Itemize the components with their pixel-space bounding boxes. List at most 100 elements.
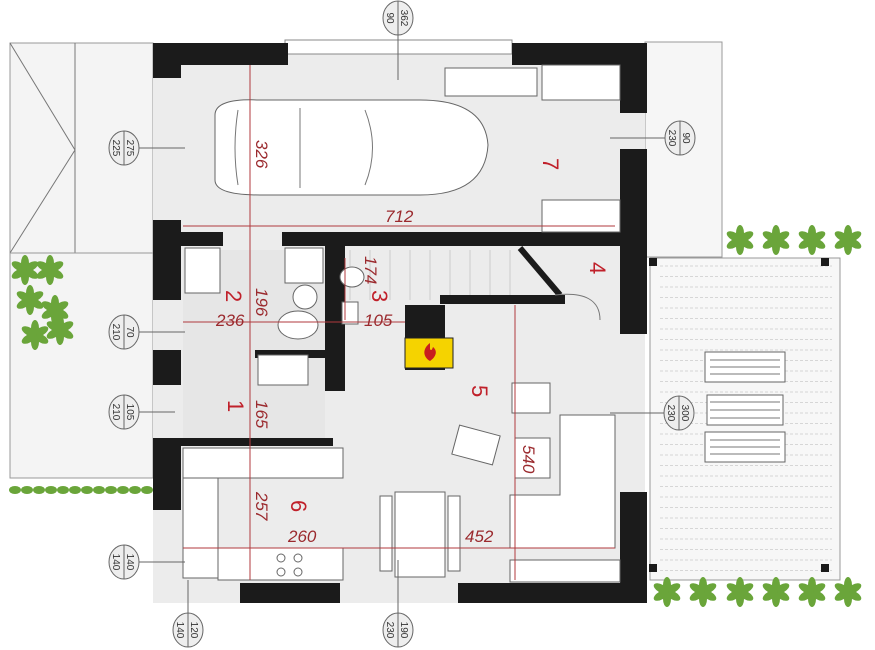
plant-icon — [41, 295, 69, 325]
wardrobe — [257, 354, 309, 386]
opening-width: 70 — [124, 326, 135, 338]
hedge-leaf — [81, 486, 93, 494]
driveway-hatch — [9, 42, 76, 254]
washer — [184, 247, 221, 294]
dining-table — [394, 491, 446, 578]
plants — [9, 225, 862, 607]
dim-room2-depth: 196 — [252, 288, 271, 317]
armchair-2 — [451, 424, 501, 466]
plant-icon — [653, 577, 681, 607]
plant-icon — [21, 320, 49, 350]
opening-height: 225 — [110, 140, 121, 157]
room-3-label: 3 — [367, 290, 392, 302]
hedge-leaf — [21, 486, 33, 494]
kitchen-side-counter — [182, 477, 219, 579]
plant-icon — [726, 225, 754, 255]
opening-height: 230 — [666, 130, 677, 147]
chairs-right — [447, 495, 461, 572]
hedge-leaf — [57, 486, 69, 494]
toilet — [277, 310, 319, 340]
opening-width: 105 — [124, 404, 135, 421]
opening-height: 230 — [665, 405, 676, 422]
car — [214, 99, 489, 196]
garage-cabinet-2 — [541, 199, 621, 233]
fire-icon — [424, 343, 436, 361]
plant-icon — [689, 577, 717, 607]
plant-icon — [762, 225, 790, 255]
dim-hall-depth: 165 — [252, 400, 271, 429]
opening-height: 140 — [110, 554, 121, 571]
dimension-lines — [183, 65, 615, 580]
plant-icon — [46, 315, 74, 345]
opening-width: 120 — [188, 622, 199, 639]
opening-width: 190 — [398, 622, 409, 639]
room-5-label: 5 — [467, 385, 492, 397]
dim-living-depth: 540 — [519, 445, 538, 474]
plant-icon — [834, 225, 862, 255]
plant-icon — [798, 225, 826, 255]
plant-icon — [11, 255, 39, 285]
room-4-label: 4 — [585, 262, 610, 274]
room-1-label: 1 — [223, 400, 248, 412]
dim-kitchen-depth: 257 — [252, 491, 271, 521]
side-yard — [9, 252, 154, 479]
armchair — [511, 382, 551, 414]
dim-room2-width: 236 — [215, 311, 245, 330]
dim-living-width: 452 — [465, 527, 494, 546]
room-6-label: 6 — [286, 500, 311, 512]
room-2-label: 2 — [221, 290, 246, 302]
tv-cabinet — [509, 559, 621, 583]
dim-kitchen-width: 260 — [287, 527, 317, 546]
hedge-leaf — [9, 486, 21, 494]
hedge-leaf — [129, 486, 141, 494]
workbench — [444, 67, 538, 97]
dim-room3-width: 105 — [364, 311, 393, 330]
plant-icon — [16, 285, 44, 315]
shower — [284, 247, 324, 284]
plant-icon — [834, 577, 862, 607]
dim-room3-depth: 174 — [361, 256, 380, 284]
hedge-leaf — [141, 486, 153, 494]
sink — [341, 301, 359, 325]
plant-icon — [762, 577, 790, 607]
opening-width: 362 — [398, 10, 409, 27]
plant-icon — [798, 577, 826, 607]
hedge-leaf — [33, 486, 45, 494]
hedge-leaf — [93, 486, 105, 494]
opening-width: 140 — [124, 554, 135, 571]
hedge-leaf — [69, 486, 81, 494]
opening-width: 90 — [680, 132, 691, 144]
plant-icon — [36, 255, 64, 285]
dim-garage-width: 326 — [252, 140, 271, 169]
opening-width: 275 — [124, 140, 135, 157]
wc — [339, 266, 365, 288]
garage-cabinet — [541, 64, 621, 101]
hedge-leaf — [105, 486, 117, 494]
opening-height: 90 — [384, 12, 395, 24]
dim-garage-length: 712 — [385, 207, 414, 226]
garden-benches — [704, 351, 786, 463]
shower-drain — [292, 284, 318, 310]
opening-height: 210 — [110, 404, 121, 421]
opening-width: 300 — [679, 405, 690, 422]
room-7-label: 7 — [538, 158, 563, 170]
plant-icon — [726, 577, 754, 607]
opening-height: 230 — [384, 622, 395, 639]
kitchen-upper-counter — [182, 447, 344, 479]
opening-height: 210 — [110, 324, 121, 341]
opening-height: 140 — [174, 622, 185, 639]
cooktop — [276, 553, 303, 577]
hedge-leaf — [45, 486, 57, 494]
chairs-left — [379, 495, 393, 572]
